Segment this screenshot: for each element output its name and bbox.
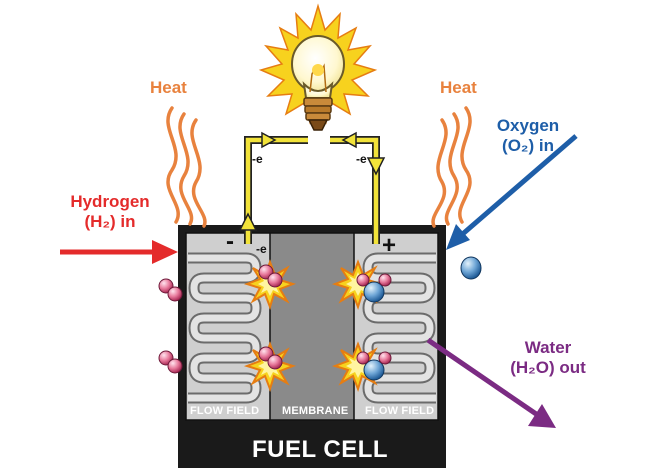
heat-wave-icon [166,106,207,228]
water-molecule-icon [356,273,392,303]
hydrogen-inlet-label: Hydrogen (H₂) in [58,192,162,232]
hydrogen-label-line2: (H₂) in [84,212,136,231]
external-circuit-wire [238,131,386,244]
water-label-line2: (H₂O) out [510,358,586,377]
oxygen-inlet-label: Oxygen (O₂) in [482,116,574,156]
light-bulb-icon [258,3,378,131]
electron-label-anode: -e [256,242,267,256]
hydrogen-label-line1: Hydrogen [70,192,150,211]
water-molecule-icon [356,351,392,381]
membrane-label: MEMBRANE [282,405,349,417]
flow-field-right-label: FLOW FIELD [365,405,435,417]
oxygen-atom-icon [460,256,482,280]
fuel-cell-title: FUEL CELL [252,436,389,463]
electron-label-left-wire: -e [252,152,263,166]
anode-minus-sign: - [226,228,234,255]
heat-label-right: Heat [440,78,477,97]
oxygen-label-line2: (O₂) in [502,136,554,155]
heat-label-left: Heat [150,78,187,97]
water-outlet-label: Water (H₂O) out [498,338,598,378]
water-label-line1: Water [524,338,572,357]
oxygen-inlet-arrow [456,134,578,240]
cathode-plus-sign: + [382,232,397,259]
heat-wave-icon [431,106,472,228]
electron-label-right-wire: -e [356,152,367,166]
membrane-panel [270,233,354,420]
flow-field-left-label: FLOW FIELD [190,405,260,417]
water-outlet-arrow [426,337,544,421]
oxygen-label-line1: Oxygen [496,116,560,135]
